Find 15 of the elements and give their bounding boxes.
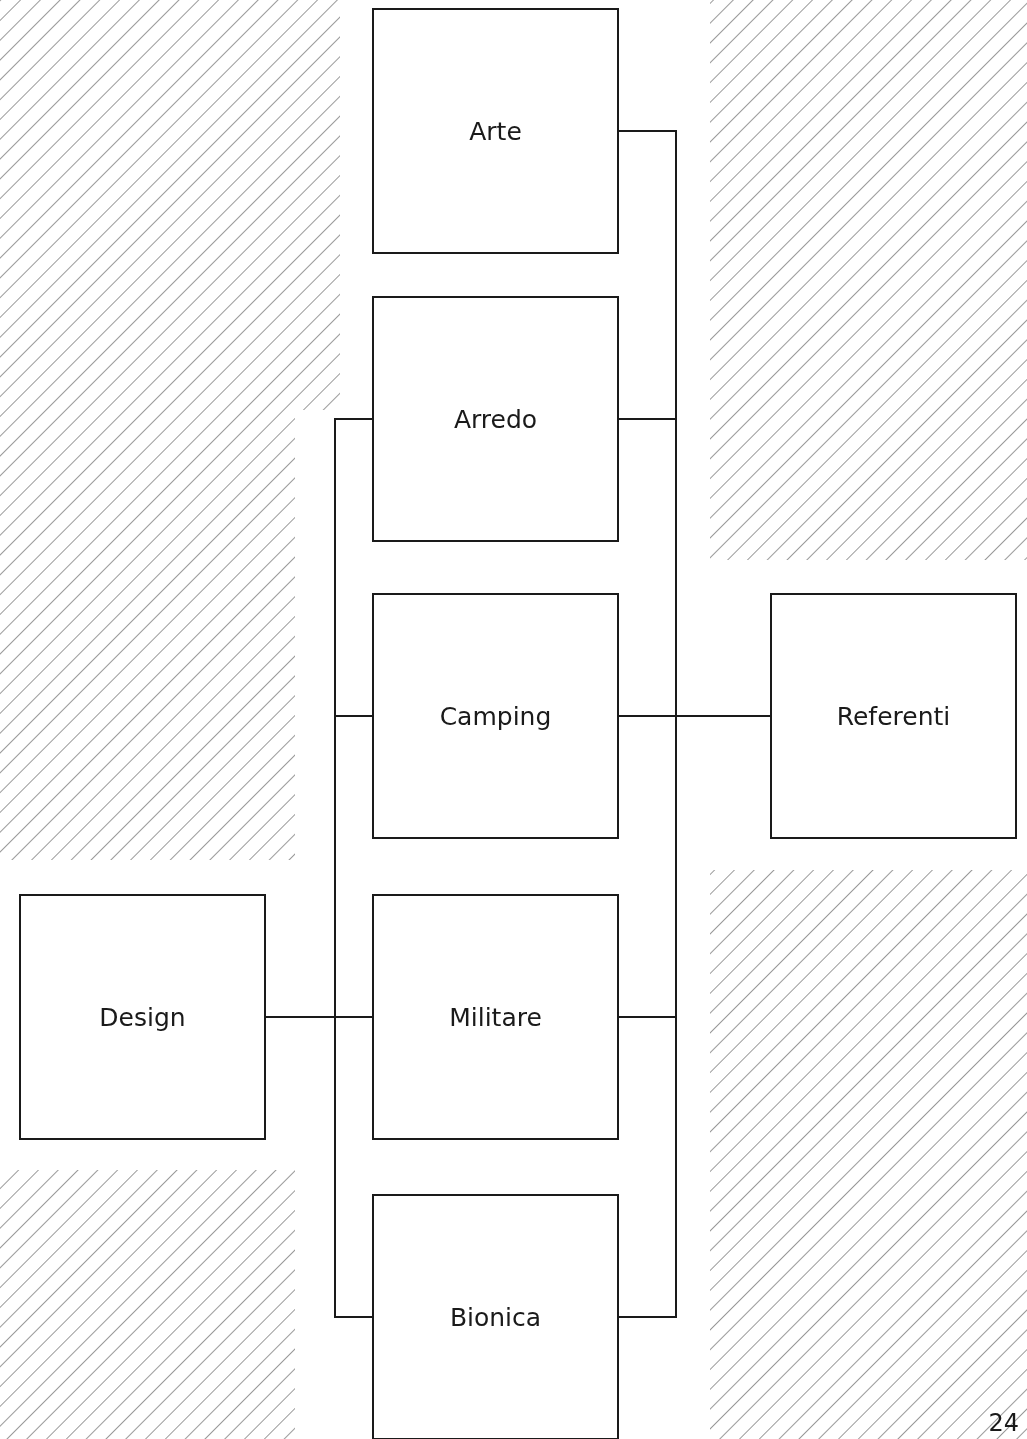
box-label: Militare	[449, 1002, 542, 1032]
page-number: 24	[988, 1409, 1019, 1437]
box-label: Design	[99, 1002, 186, 1032]
category-box	[372, 1194, 619, 1439]
category-box	[770, 593, 1017, 839]
box-label: Referenti	[836, 701, 951, 731]
box-label: Bionica	[449, 1302, 542, 1332]
category-box	[372, 593, 619, 839]
category-box	[372, 8, 619, 254]
box-label: Camping	[439, 701, 552, 731]
category-box	[372, 296, 619, 542]
box-label: Arredo	[453, 404, 538, 434]
box-label: Arte	[469, 116, 522, 146]
category-box	[372, 894, 619, 1140]
category-box	[19, 894, 266, 1140]
